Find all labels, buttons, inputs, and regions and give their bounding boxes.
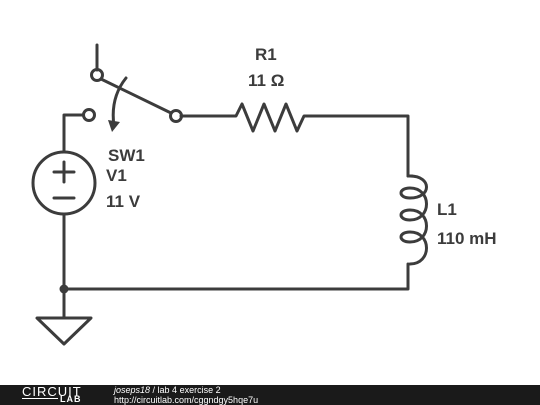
- ground-symbol: [35, 316, 93, 346]
- source-name-label: V1: [106, 166, 127, 185]
- wire-network: [62, 43, 410, 320]
- footer-meta: joseps18 / lab 4 exercise 2 http://circu…: [114, 386, 258, 405]
- inductor-l1: [399, 174, 428, 266]
- switch-right-terminal: [169, 109, 183, 123]
- switch-sw1: [82, 68, 183, 132]
- switch-common-terminal: [90, 68, 104, 82]
- inductor-value-label: 110 mH: [437, 229, 497, 248]
- resistor-name-label: R1: [255, 45, 277, 64]
- wire-inductor-to-ground: [62, 262, 410, 291]
- resistor-value-label: 11 Ω: [248, 71, 284, 90]
- source-body: [31, 150, 97, 216]
- wire-switch-to-source: [62, 113, 85, 154]
- footer-title: lab 4 exercise 2: [157, 385, 221, 395]
- inductor-coil: [399, 174, 428, 266]
- switch-name-label: SW1: [108, 146, 145, 165]
- footer-bar: CIRCUIT LAB joseps18 / lab 4 exercise 2 …: [0, 384, 540, 405]
- circuit-schematic: SW1 V1 11 V R1 11 Ω L1 110 mH: [31, 43, 497, 346]
- voltage-source-v1: [31, 150, 97, 216]
- logo-text-top: CIRCUIT: [22, 384, 82, 399]
- source-value-label: 11 V: [106, 192, 141, 211]
- footer-author[interactable]: joseps18: [114, 385, 151, 395]
- resistor-r1: [228, 102, 312, 133]
- junction-dot: [59, 284, 69, 294]
- switch-arrow-head: [108, 120, 120, 132]
- footer-url[interactable]: http://circuitlab.com/cggndgy5hqe7u: [114, 395, 259, 405]
- circuitlab-logo[interactable]: CIRCUIT LAB: [22, 384, 102, 405]
- logo-wire-line: [22, 398, 58, 399]
- logo-text-bottom: LAB: [60, 394, 82, 404]
- footer-title-line: joseps18 / lab 4 exercise 2: [114, 386, 221, 395]
- switch-left-terminal: [82, 108, 96, 122]
- footer-separator: /: [150, 385, 158, 395]
- inductor-name-label: L1: [437, 200, 457, 219]
- switch-blade: [99, 77, 173, 115]
- wire-resistor-to-inductor: [308, 114, 410, 178]
